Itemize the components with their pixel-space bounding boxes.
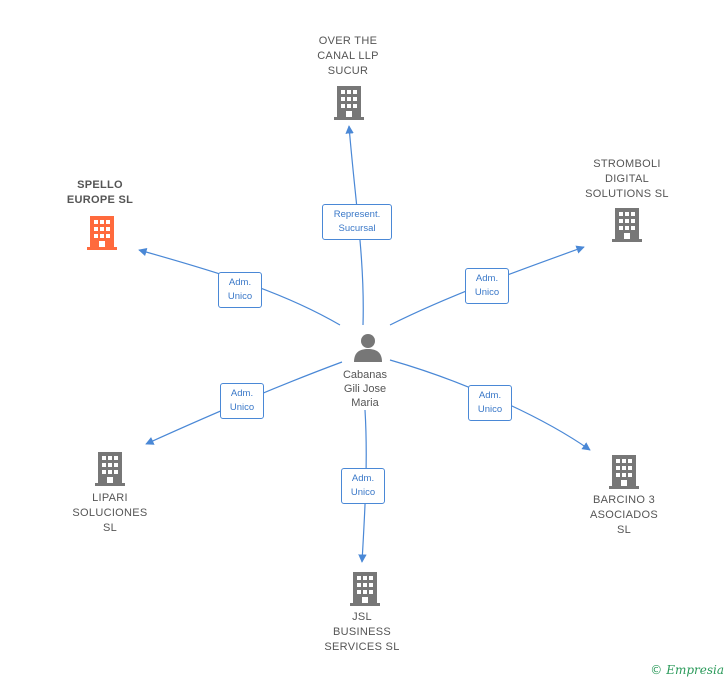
- company-name-lipari[interactable]: LIPARI SOLUCIONES SL: [72, 492, 148, 534]
- building-icon[interactable]: [609, 453, 639, 494]
- building-icon[interactable]: [334, 84, 364, 125]
- company-name-barcino[interactable]: BARCINO 3 ASOCIADOS SL: [589, 494, 659, 536]
- footer-brand[interactable]: ©Empresia: [650, 663, 724, 677]
- building-icon[interactable]: [350, 570, 380, 611]
- building-icon[interactable]: [95, 450, 125, 491]
- brand-name: Empresia: [666, 663, 724, 677]
- building-icon[interactable]: [612, 206, 642, 247]
- person-name[interactable]: Cabanas Gili Jose Maria: [342, 369, 388, 409]
- relation-label-lipari[interactable]: Adm. Unico: [220, 383, 264, 419]
- company-name-jsl[interactable]: JSL BUSINESS SERVICES SL: [324, 611, 400, 653]
- relation-label-over-the-canal[interactable]: Represent. Sucursal: [322, 204, 392, 240]
- building-icon[interactable]: [87, 214, 117, 255]
- relation-label-jsl[interactable]: Adm. Unico: [341, 468, 385, 504]
- relation-label-stromboli[interactable]: Adm. Unico: [465, 268, 509, 304]
- person-icon[interactable]: [352, 332, 384, 367]
- relation-label-spello[interactable]: Adm. Unico: [218, 272, 262, 308]
- company-name-stromboli[interactable]: STROMBOLI DIGITAL SOLUTIONS SL: [585, 158, 669, 200]
- company-name-spello[interactable]: SPELLO EUROPE SL: [66, 179, 134, 206]
- company-name-over-the-canal[interactable]: OVER THE CANAL LLP SUCUR: [317, 35, 379, 77]
- copyright-icon: ©: [650, 663, 663, 677]
- relation-label-barcino[interactable]: Adm. Unico: [468, 385, 512, 421]
